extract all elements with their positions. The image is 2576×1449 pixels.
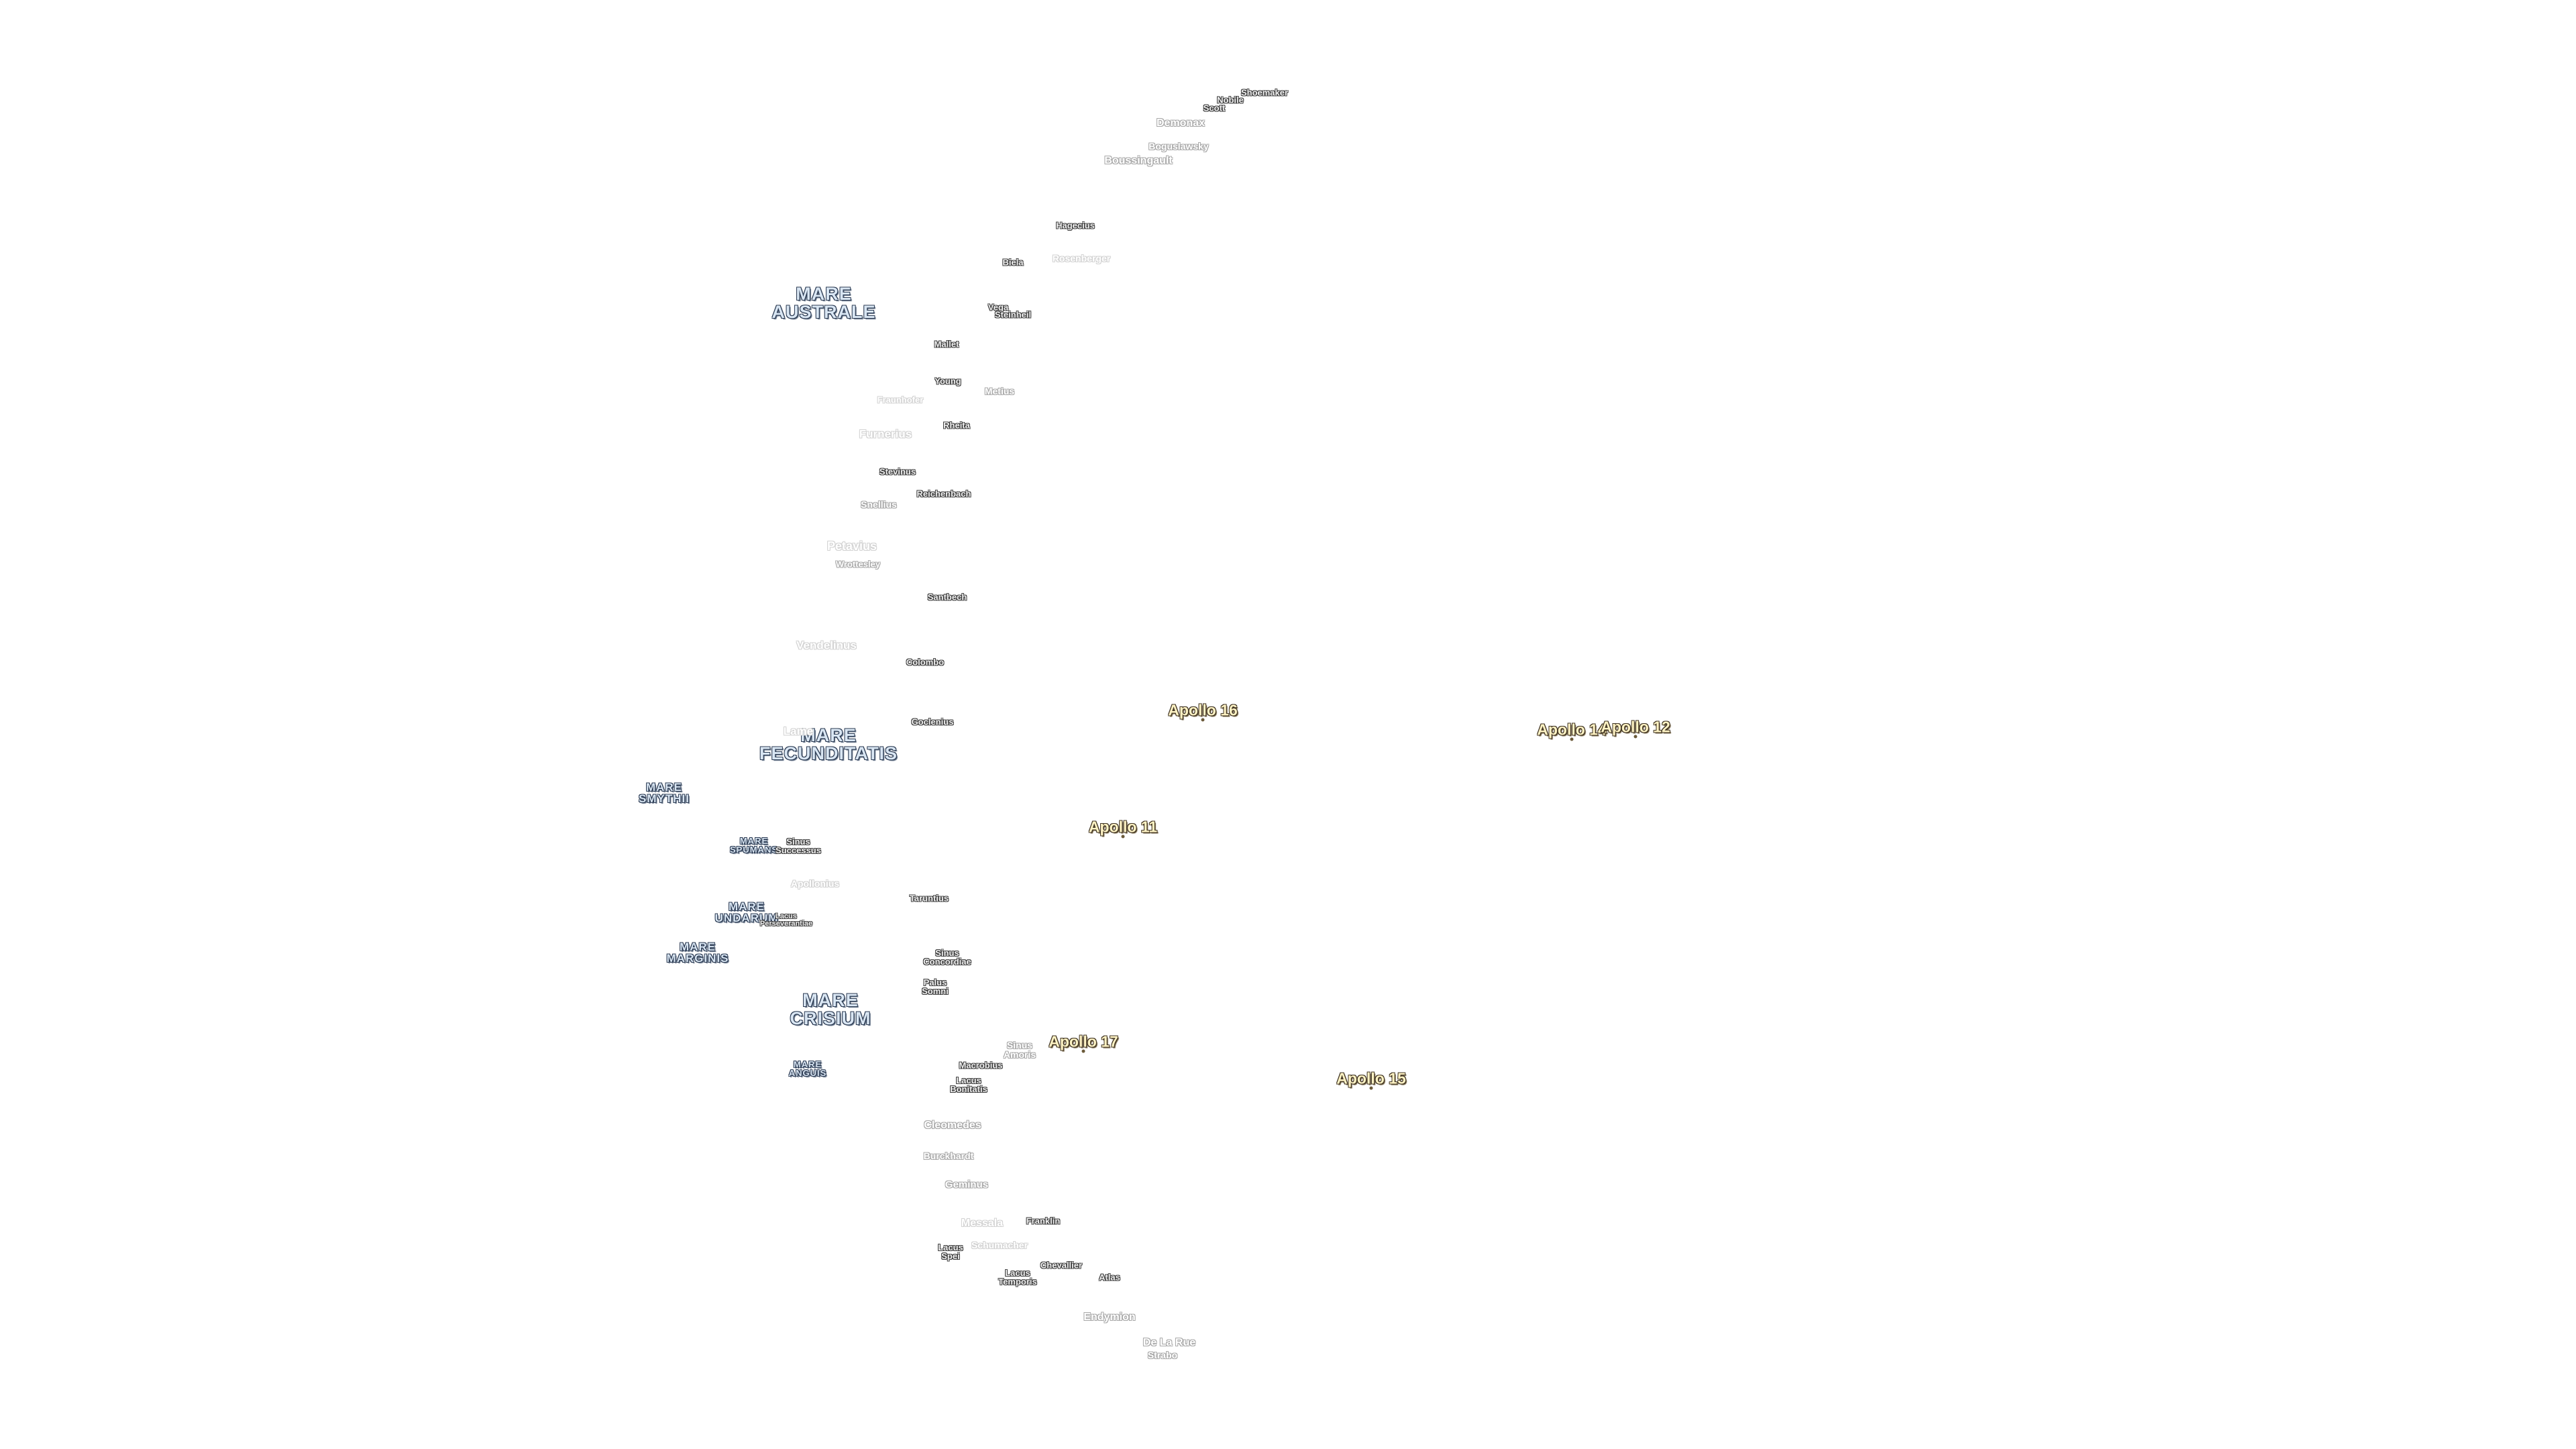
apollo-14-label[interactable]: Apollo 14 bbox=[1537, 720, 1607, 739]
crater-label-fraunhofer: Fraunhofer bbox=[877, 394, 924, 405]
crater-label-lame: Lame bbox=[783, 724, 814, 738]
crater-label-goclenius: Goclenius bbox=[911, 716, 954, 727]
mare-label-undarum: MARE UNDARUM bbox=[714, 900, 779, 924]
feature-label-palus-somni: Palus Somni bbox=[922, 977, 949, 996]
crater-label-hagecius: Hagecius bbox=[1056, 220, 1095, 231]
mare-label-smythii: MARE SMYTHII bbox=[639, 781, 690, 805]
crater-label-mallet: Mallet bbox=[934, 339, 959, 350]
crater-label-burckhardt: Burckhardt bbox=[923, 1150, 974, 1161]
mare-label-fecunditatis: MARE FECUNDITATIS bbox=[759, 725, 898, 763]
crater-label-rosenberger: Rosenberger bbox=[1052, 253, 1111, 264]
crater-label-demonax: Demonax bbox=[1156, 117, 1205, 129]
crater-label-reichenbach: Reichenbach bbox=[916, 488, 971, 499]
mare-label-anguis: MARE ANGUIS bbox=[788, 1059, 827, 1078]
feature-label-lacus-temporis: Lacus Temporis bbox=[998, 1268, 1037, 1287]
crater-label-atlas: Atlas bbox=[1099, 1272, 1120, 1283]
crater-label-shoemaker: Shoemaker bbox=[1240, 87, 1289, 98]
crater-label-vendelinus: Vendelinus bbox=[796, 639, 857, 652]
apollo-12-marker[interactable] bbox=[1633, 735, 1638, 739]
mare-label-australe: MARE AUSTRALE bbox=[771, 284, 876, 322]
crater-label-franklin: Franklin bbox=[1026, 1216, 1061, 1226]
crater-label-rheita: Rheita bbox=[943, 420, 970, 431]
crater-label-young: Young bbox=[934, 376, 961, 386]
crater-label-chevallier: Chevallier bbox=[1040, 1260, 1083, 1271]
crater-label-wrottesley: Wrottesley bbox=[835, 559, 881, 570]
crater-label-nobile: Nobile bbox=[1217, 95, 1244, 105]
crater-label-schumacher: Schumacher bbox=[971, 1240, 1028, 1250]
crater-label-boussingault: Boussingault bbox=[1104, 155, 1173, 166]
apollo-15-marker[interactable] bbox=[1369, 1086, 1373, 1090]
mare-label-spumans: MARE SPUMANS bbox=[729, 836, 779, 855]
feature-label-sinus-successus: Sinus Successus bbox=[775, 837, 821, 855]
crater-label-boguslawsky: Boguslawsky bbox=[1148, 141, 1209, 152]
feature-label-lacus-bonitatis: Lacus Bonitatis bbox=[950, 1075, 987, 1094]
apollo-12-label[interactable]: Apollo 12 bbox=[1601, 718, 1670, 736]
crater-label-endymion: Endymion bbox=[1083, 1311, 1136, 1323]
crater-label-steinheil: Steinheil bbox=[994, 309, 1032, 320]
crater-label-apollonius: Apollonius bbox=[790, 878, 840, 889]
crater-label-taruntius: Taruntius bbox=[909, 893, 949, 904]
feature-label-sinus-concordiae: Sinus Concordiae bbox=[923, 948, 971, 967]
crater-label-furnerius: Furnerius bbox=[859, 427, 912, 441]
apollo-16-label[interactable]: Apollo 16 bbox=[1168, 701, 1238, 719]
mare-label-marginis: MARE MARGINIS bbox=[666, 941, 729, 965]
mare-label-crisium: MARE CRISIUM bbox=[790, 990, 871, 1028]
feature-label-lacus-perseverantiae: Lacus Perseverantiae bbox=[759, 912, 813, 928]
crater-label-colombo: Colombo bbox=[906, 657, 945, 667]
crater-label-strabo: Strabo bbox=[1147, 1350, 1178, 1360]
apollo-11-label[interactable]: Apollo 11 bbox=[1088, 818, 1158, 836]
crater-label-messala: Messala bbox=[961, 1218, 1004, 1229]
apollo-11-marker[interactable] bbox=[1121, 835, 1125, 839]
crater-label-macrobius: Macrobius bbox=[959, 1060, 1003, 1071]
feature-label-sinus-amoris: Sinus Amoris bbox=[1003, 1040, 1036, 1060]
crater-label-petavius: Petavius bbox=[826, 539, 877, 553]
crater-label-vega: Vega bbox=[987, 302, 1009, 313]
crater-label-santbech: Santbech bbox=[927, 592, 967, 602]
feature-label-lacus-spei: Lacus Spei bbox=[938, 1242, 963, 1261]
crater-label-scott: Scott bbox=[1203, 103, 1226, 113]
crater-label-snellius: Snellius bbox=[861, 499, 897, 510]
crater-label-geminus: Geminus bbox=[945, 1179, 989, 1191]
apollo-16-marker[interactable] bbox=[1201, 718, 1205, 722]
apollo-14-marker[interactable] bbox=[1570, 737, 1574, 741]
crater-label-de-la-rue: De La Rue bbox=[1142, 1337, 1196, 1348]
crater-label-biela: Biela bbox=[1002, 257, 1024, 268]
crater-label-stevinus: Stevinus bbox=[879, 466, 916, 477]
apollo-17-marker[interactable] bbox=[1081, 1049, 1085, 1053]
crater-label-metius: Metius bbox=[984, 386, 1015, 396]
crater-label-cleomedes: Cleomedes bbox=[924, 1120, 981, 1131]
apollo-15-label[interactable]: Apollo 15 bbox=[1336, 1069, 1406, 1087]
apollo-17-label[interactable]: Apollo 17 bbox=[1049, 1032, 1118, 1051]
